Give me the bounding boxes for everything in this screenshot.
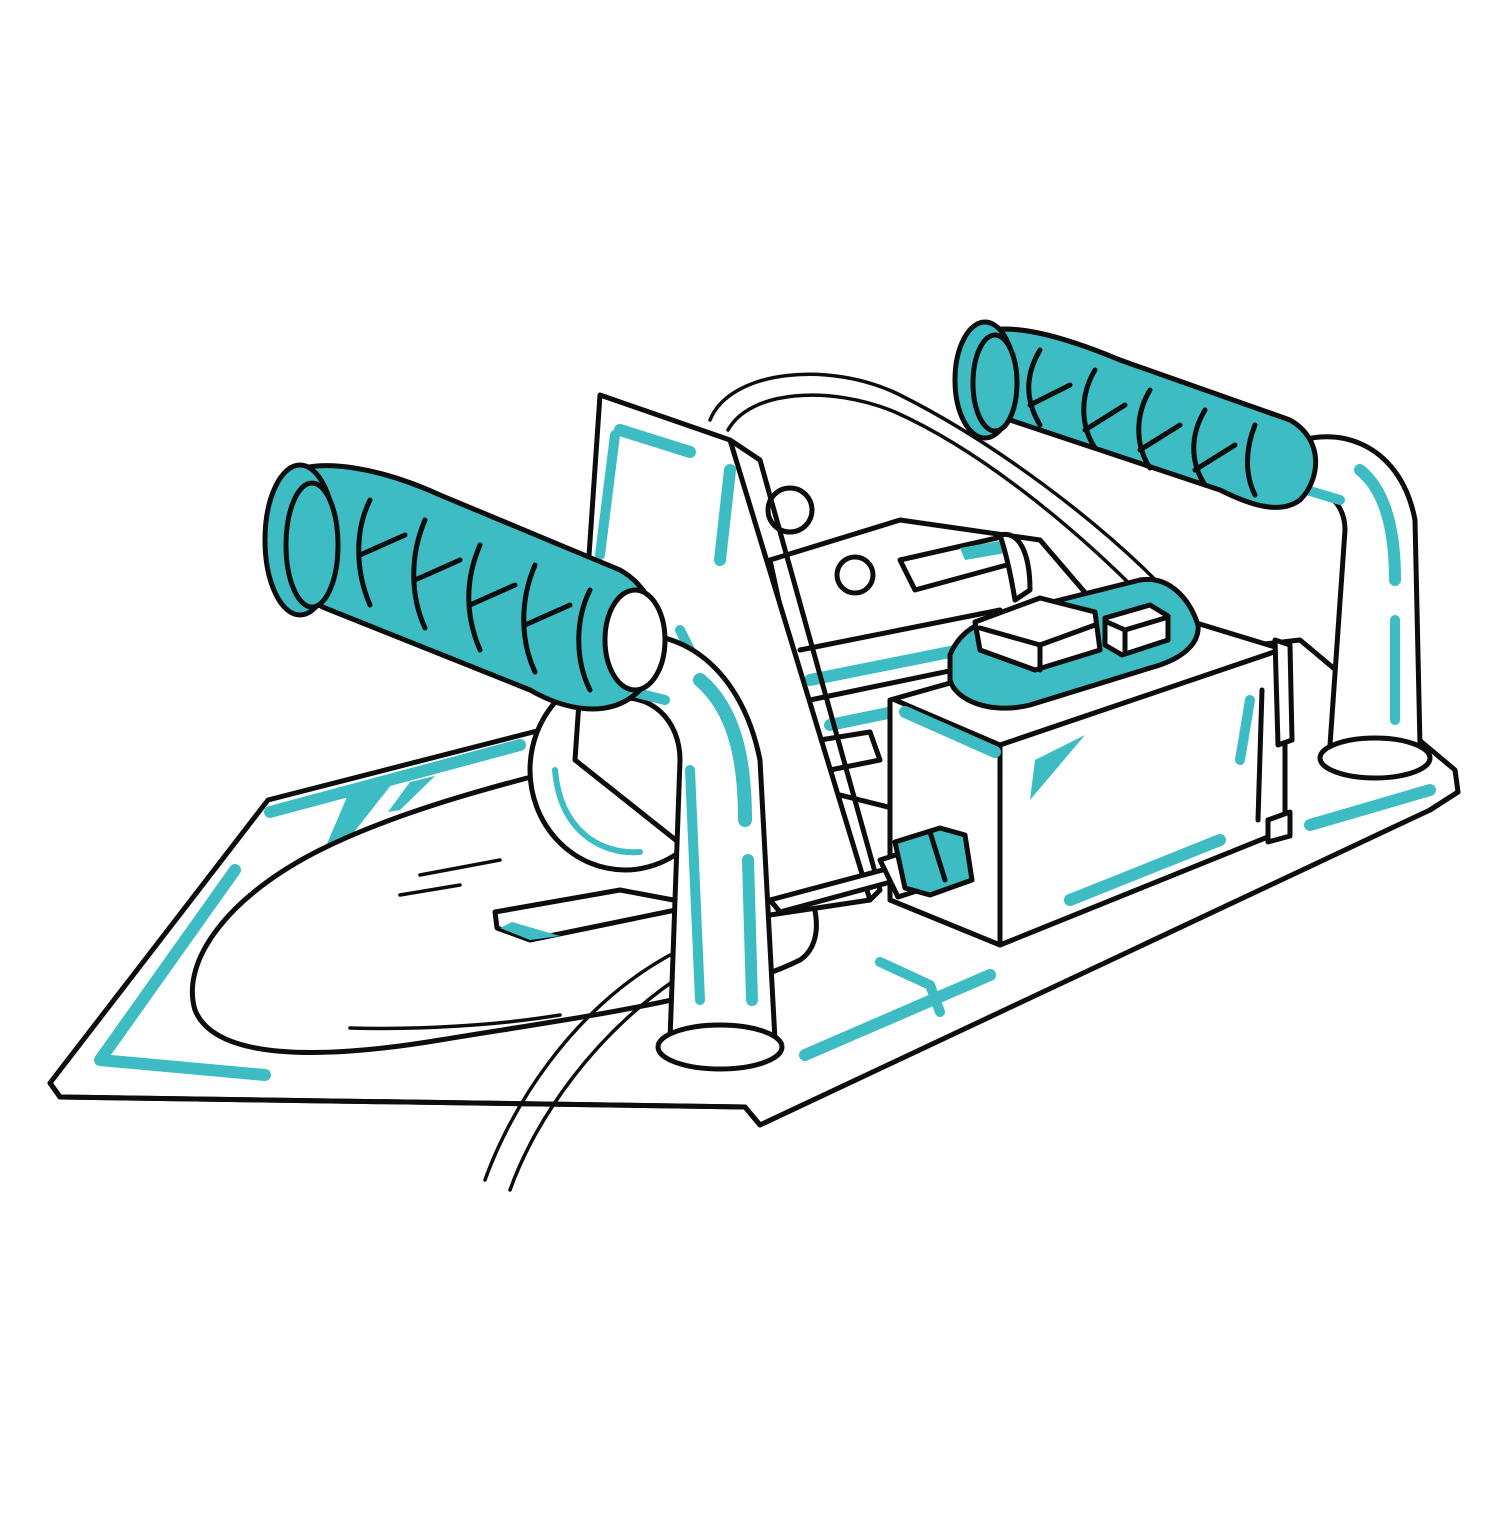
throttle-rod [767, 825, 975, 915]
left-handle [262, 462, 785, 1072]
pivot-tab [492, 887, 703, 943]
top-cable [708, 372, 1177, 617]
guard-plate [572, 392, 883, 918]
right-handle [952, 319, 1433, 781]
ground-cable [483, 953, 692, 1192]
switch-panel [947, 576, 1201, 711]
